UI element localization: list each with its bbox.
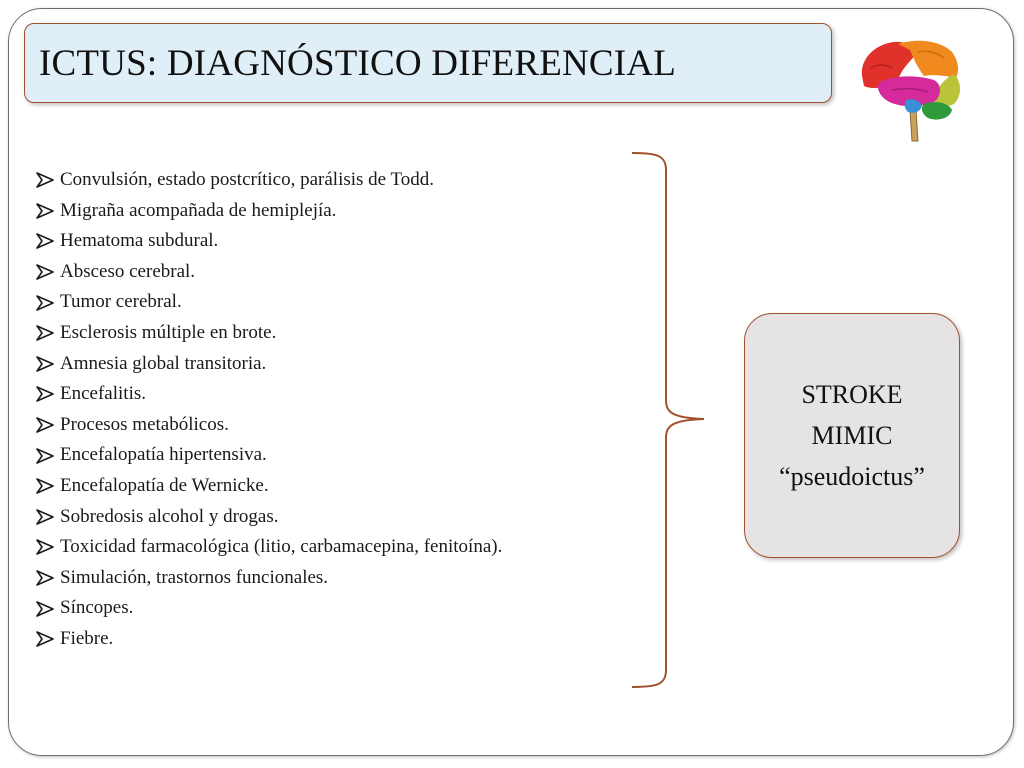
list-item-text: Absceso cerebral. — [60, 260, 196, 282]
list-item-text: Tumor cerebral. — [60, 291, 182, 313]
diagnosis-list: Convulsión, estado postcrítico, parálisi… — [34, 165, 502, 655]
arrowhead-bullet-icon — [36, 631, 54, 648]
list-item-text: Toxicidad farmacológica (litio, carbamac… — [60, 536, 503, 558]
list-item: Tumor cerebral. — [34, 287, 502, 318]
list-item-text: Encefalopatía de Wernicke. — [60, 474, 269, 496]
arrowhead-bullet-icon — [36, 478, 54, 495]
list-item-text: Encefalitis. — [60, 383, 146, 405]
list-item-text: Sobredosis alcohol y drogas. — [60, 505, 279, 527]
list-item-text: Hematoma subdural. — [60, 230, 219, 252]
stroke-mimic-box: STROKE MIMIC “pseudoictus” — [744, 313, 960, 558]
list-item-text: Convulsión, estado postcrítico, parálisi… — [60, 169, 435, 190]
arrowhead-bullet-icon — [36, 509, 54, 525]
list-item: Toxicidad farmacológica (litio, carbamac… — [34, 532, 502, 563]
arrowhead-bullet-icon — [36, 294, 54, 311]
list-item: Migraña acompañada de hemiplejía. — [34, 196, 502, 227]
list-item: Fiebre. — [34, 624, 502, 655]
mimic-line-2: MIMIC — [811, 421, 893, 450]
list-item-text: Simulación, trastornos funcionales. — [60, 566, 329, 588]
arrowhead-bullet-icon — [36, 325, 54, 342]
arrowhead-bullet-icon — [36, 600, 54, 617]
mimic-line-1: STROKE — [801, 380, 903, 409]
mimic-line-3: “pseudoictus” — [779, 462, 925, 491]
list-item: Encefalopatía de Wernicke. — [34, 471, 502, 502]
arrowhead-bullet-icon — [36, 447, 54, 464]
list-item: Síncopes. — [34, 593, 502, 624]
arrowhead-bullet-icon — [36, 203, 54, 219]
list-item-text: Procesos metabólicos. — [60, 413, 229, 435]
arrowhead-bullet-icon — [36, 417, 54, 433]
brain-icon — [861, 40, 960, 142]
list-item: Encefalitis. — [34, 379, 502, 410]
slide-title: ICTUS: DIAGNÓSTICO DIFERENCIAL — [39, 43, 677, 84]
list-item: Procesos metabólicos. — [34, 410, 502, 441]
list-item: Simulación, trastornos funcionales. — [34, 563, 502, 594]
arrowhead-bullet-icon — [36, 172, 54, 189]
list-item: Sobredosis alcohol y drogas. — [34, 502, 502, 533]
list-item-text: Encefalopatía hipertensiva. — [60, 444, 267, 466]
arrowhead-bullet-icon — [36, 386, 54, 403]
list-item-text: Fiebre. — [60, 627, 114, 649]
arrowhead-bullet-icon — [36, 539, 54, 556]
arrowhead-bullet-icon — [36, 356, 54, 372]
title-box: ICTUS: DIAGNÓSTICO DIFERENCIAL — [24, 23, 832, 103]
list-item: Hematoma subdural. — [34, 226, 502, 257]
list-item-text: Migraña acompañada de hemiplejía. — [60, 199, 337, 221]
arrowhead-bullet-icon — [36, 233, 54, 250]
arrowhead-bullet-icon — [36, 570, 54, 586]
list-item-text: Amnesia global transitoria. — [60, 352, 267, 374]
right-curly-bracket — [631, 152, 705, 688]
list-item: Convulsión, estado postcrítico, parálisi… — [34, 165, 502, 196]
list-item-text: Esclerosis múltiple en brote. — [60, 321, 277, 343]
list-item-text: Síncopes. — [60, 597, 134, 619]
list-item: Absceso cerebral. — [34, 257, 502, 288]
list-item: Esclerosis múltiple en brote. — [34, 318, 502, 349]
list-item: Amnesia global transitoria. — [34, 349, 502, 380]
list-item: Encefalopatía hipertensiva. — [34, 440, 502, 471]
arrowhead-bullet-icon — [36, 264, 54, 280]
